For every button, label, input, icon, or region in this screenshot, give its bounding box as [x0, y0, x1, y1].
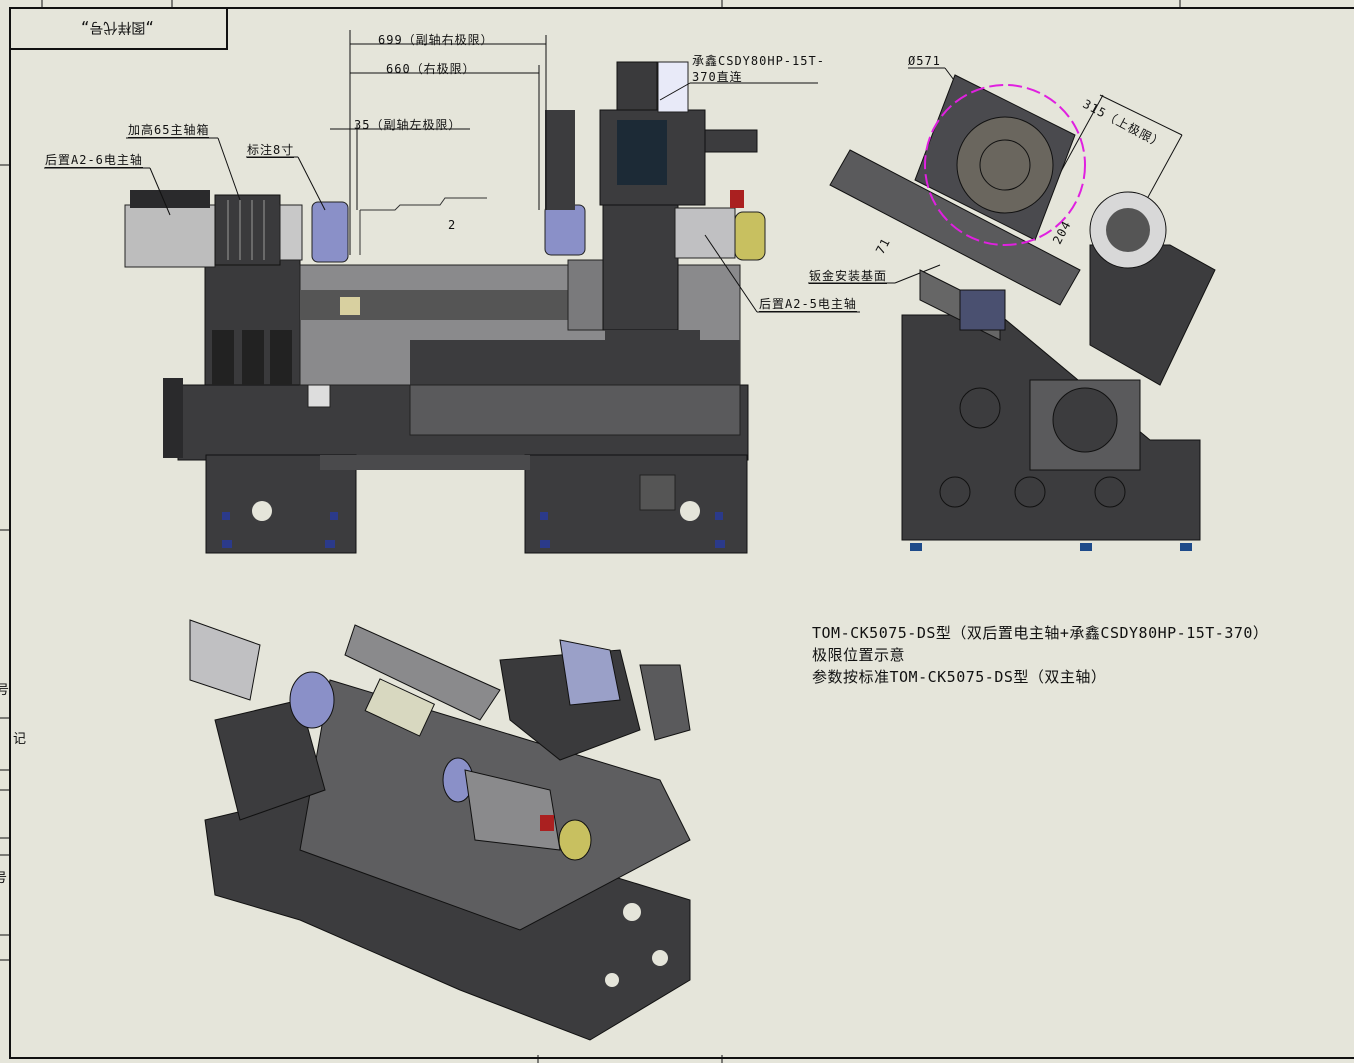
callout-sheet-metal-base: 钣金安装基面 [809, 269, 888, 284]
callout-turret-model-line2: 370直连 [692, 70, 743, 84]
dim-sub-spindle-left-limit: 35（副轴左极限） [354, 118, 462, 132]
side-table-cell-2: 记 [13, 732, 27, 747]
callout-rear-spindle-left: 后置A2-6电主轴 [45, 153, 143, 168]
side-table-cell-1: 号 [0, 683, 10, 698]
note-limit-position: 极限位置示意 [812, 646, 906, 664]
side-view [829, 74, 1216, 551]
side-table-cell-3: 号 [0, 871, 8, 886]
callout-raised-headstock: 加高65主轴箱 [128, 123, 210, 138]
note-model: TOM-CK5075-DS型（双后置电主轴+承鑫CSDY80HP-15T-370… [812, 624, 1269, 642]
callout-mark-dimension: 标注8寸 [247, 143, 295, 158]
callout-rear-spindle-right: 后置A2-5电主轴 [759, 297, 857, 312]
drawing-frame [9, 7, 1354, 1059]
note-parameters: 参数按标准TOM-CK5075-DS型（双主轴） [812, 668, 1107, 686]
dim-turret-diameter: Ø571 [908, 54, 941, 68]
dimension-lines [44, 30, 1183, 313]
title-block: „图样代号„ [9, 7, 228, 50]
front-view [124, 61, 766, 554]
dim-sub-spindle-right-limit: 699（副轴右极限） [378, 33, 494, 47]
section-mark: 2 [448, 218, 457, 232]
drawing-notes: TOM-CK5075-DS型（双后置电主轴+承鑫CSDY80HP-15T-370… [812, 622, 1268, 688]
isometric-view [189, 619, 691, 1041]
callout-turret-model-line1: 承鑫CSDY80HP-15T- [692, 54, 825, 68]
dim-right-limit: 660（右极限） [386, 62, 476, 76]
